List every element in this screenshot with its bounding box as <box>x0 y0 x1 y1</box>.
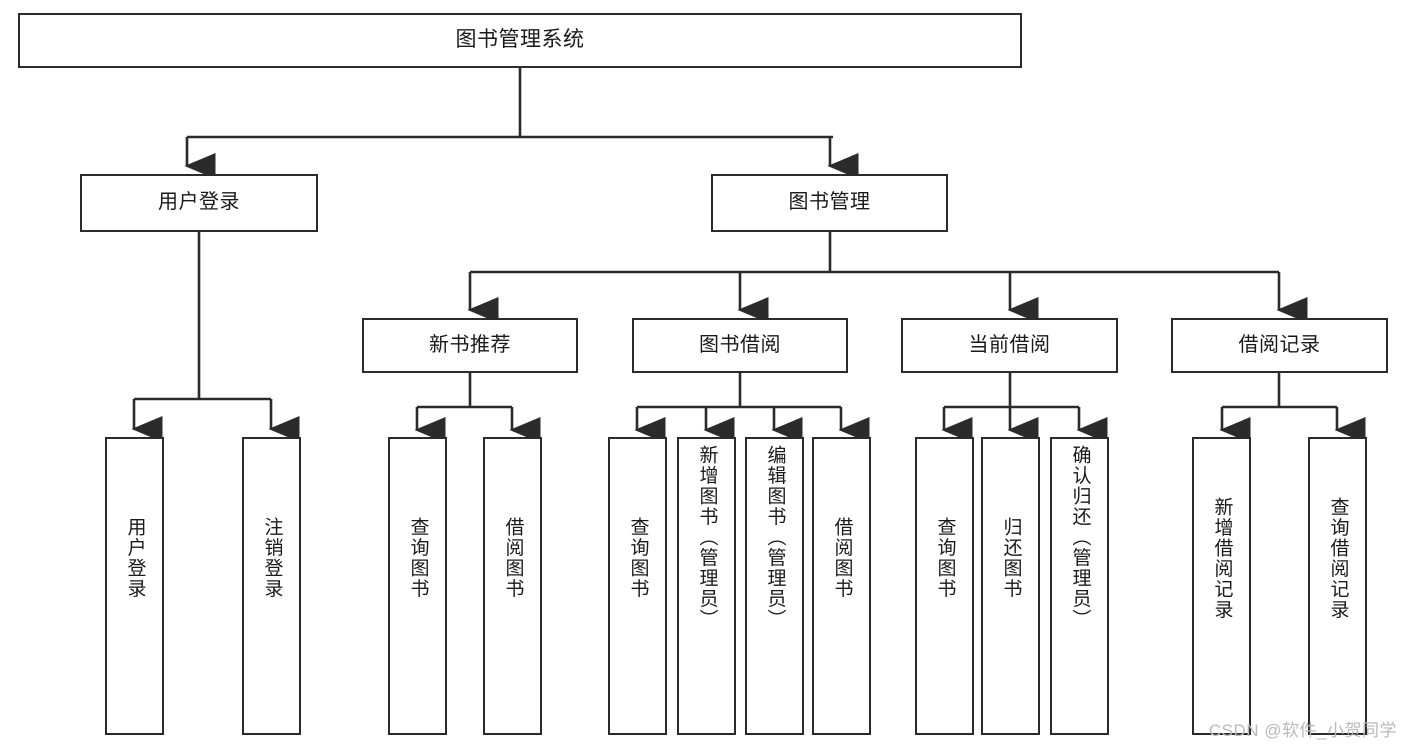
leaf-edit-book-label: 编辑图书（管理员） <box>764 445 786 630</box>
leaf-borrow-book-2[interactable]: 借阅图书 <box>812 437 871 735</box>
node-book-borrow-label: 图书借阅 <box>699 333 781 356</box>
leaf-query-book-3[interactable]: 查询图书 <box>915 437 974 735</box>
node-user-login-label: 用户登录 <box>158 191 240 214</box>
node-current-borrow-label: 当前借阅 <box>968 333 1051 356</box>
leaf-query-record-label: 查询借阅记录 <box>1327 497 1349 620</box>
leaf-query-book-3-label: 查询图书 <box>934 517 956 599</box>
node-new-book-recommend[interactable]: 新书推荐 <box>362 318 578 373</box>
leaf-query-book-1[interactable]: 查询图书 <box>388 437 447 735</box>
leaf-return-book[interactable]: 归还图书 <box>981 437 1040 735</box>
leaf-user-login[interactable]: 用户登录 <box>105 437 164 735</box>
node-book-manage[interactable]: 图书管理 <box>711 174 948 232</box>
leaf-add-book[interactable]: 新增图书（管理员） <box>677 437 736 735</box>
node-borrow-record[interactable]: 借阅记录 <box>1171 318 1388 373</box>
leaf-user-logout[interactable]: 注销登录 <box>242 437 301 735</box>
leaf-user-logout-label: 注销登录 <box>261 517 283 599</box>
leaf-edit-book[interactable]: 编辑图书（管理员） <box>745 437 804 735</box>
leaf-query-book-2[interactable]: 查询图书 <box>608 437 667 735</box>
leaf-user-login-label: 用户登录 <box>124 517 146 599</box>
leaf-query-book-2-label: 查询图书 <box>627 517 649 599</box>
node-book-borrow[interactable]: 图书借阅 <box>632 318 848 373</box>
leaf-add-record-label: 新增借阅记录 <box>1211 497 1233 620</box>
node-borrow-record-label: 借阅记录 <box>1238 333 1321 356</box>
node-root-label: 图书管理系统 <box>455 28 585 52</box>
leaf-confirm-return[interactable]: 确认归还（管理员） <box>1050 437 1109 735</box>
leaf-return-book-label: 归还图书 <box>1000 517 1022 599</box>
node-book-manage-label: 图书管理 <box>788 191 871 214</box>
leaf-query-book-1-label: 查询图书 <box>407 517 429 599</box>
leaf-borrow-book-1[interactable]: 借阅图书 <box>483 437 542 735</box>
leaf-add-record[interactable]: 新增借阅记录 <box>1192 437 1251 735</box>
leaf-query-record[interactable]: 查询借阅记录 <box>1308 437 1367 735</box>
leaf-add-book-label: 新增图书（管理员） <box>696 445 718 630</box>
leaf-confirm-return-label: 确认归还（管理员） <box>1069 445 1091 630</box>
node-user-login[interactable]: 用户登录 <box>80 174 318 232</box>
node-current-borrow[interactable]: 当前借阅 <box>901 318 1118 373</box>
leaf-borrow-book-2-label: 借阅图书 <box>831 517 853 599</box>
leaf-borrow-book-1-label: 借阅图书 <box>502 517 524 599</box>
node-root[interactable]: 图书管理系统 <box>18 13 1022 68</box>
node-new-book-recommend-label: 新书推荐 <box>429 333 511 356</box>
